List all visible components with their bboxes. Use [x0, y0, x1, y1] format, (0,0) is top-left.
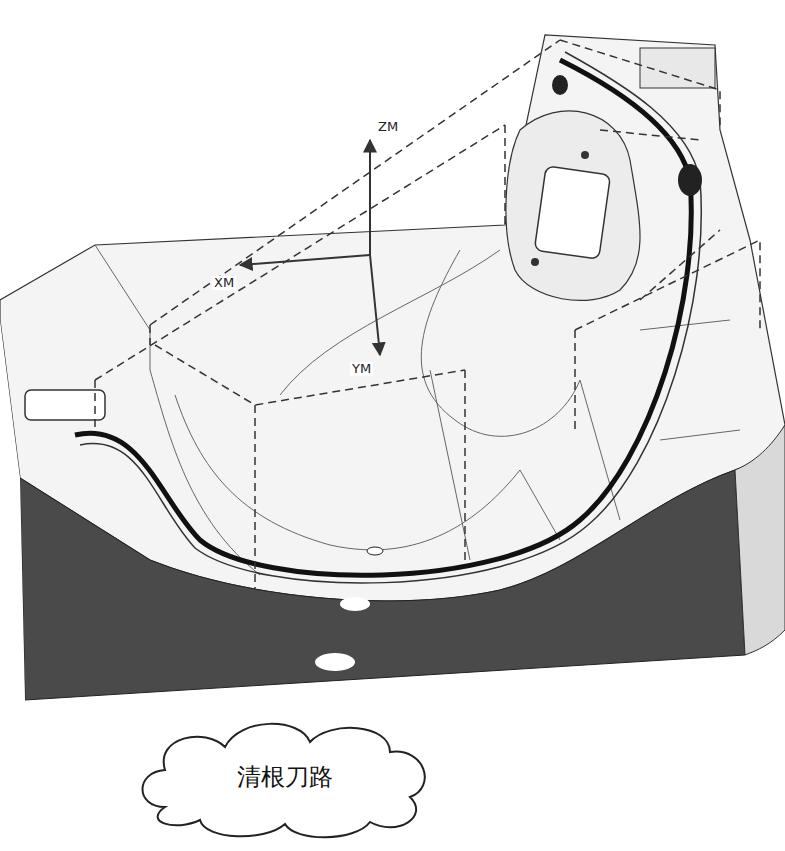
axis-label: ZM — [376, 120, 400, 134]
front-hole — [367, 547, 383, 555]
cleanup-toolpath-inner — [80, 52, 701, 583]
boss-island — [506, 111, 640, 300]
mold-front-face — [20, 470, 745, 700]
tool-marker — [678, 164, 702, 196]
axis-label: XM — [212, 276, 236, 290]
front-hole — [340, 597, 370, 611]
axis-label: YM — [350, 362, 373, 376]
mold-left-face — [0, 300, 25, 700]
axis-x — [240, 255, 370, 265]
mold-right-face — [735, 425, 785, 655]
tool-marker — [552, 75, 568, 95]
callout-text: 清根刀路 — [237, 761, 333, 793]
left-pocket — [25, 390, 105, 420]
rapid-moves — [95, 40, 760, 590]
cloud-shape — [143, 724, 425, 837]
callout-cloud: 清根刀路 — [125, 712, 445, 842]
cavity-edges — [95, 245, 740, 575]
axis-z — [369, 140, 371, 255]
boss-hole — [581, 151, 589, 159]
boss-hole — [531, 258, 539, 266]
axis-y — [370, 255, 380, 355]
boss-pocket — [534, 166, 610, 259]
front-hole — [315, 653, 355, 671]
